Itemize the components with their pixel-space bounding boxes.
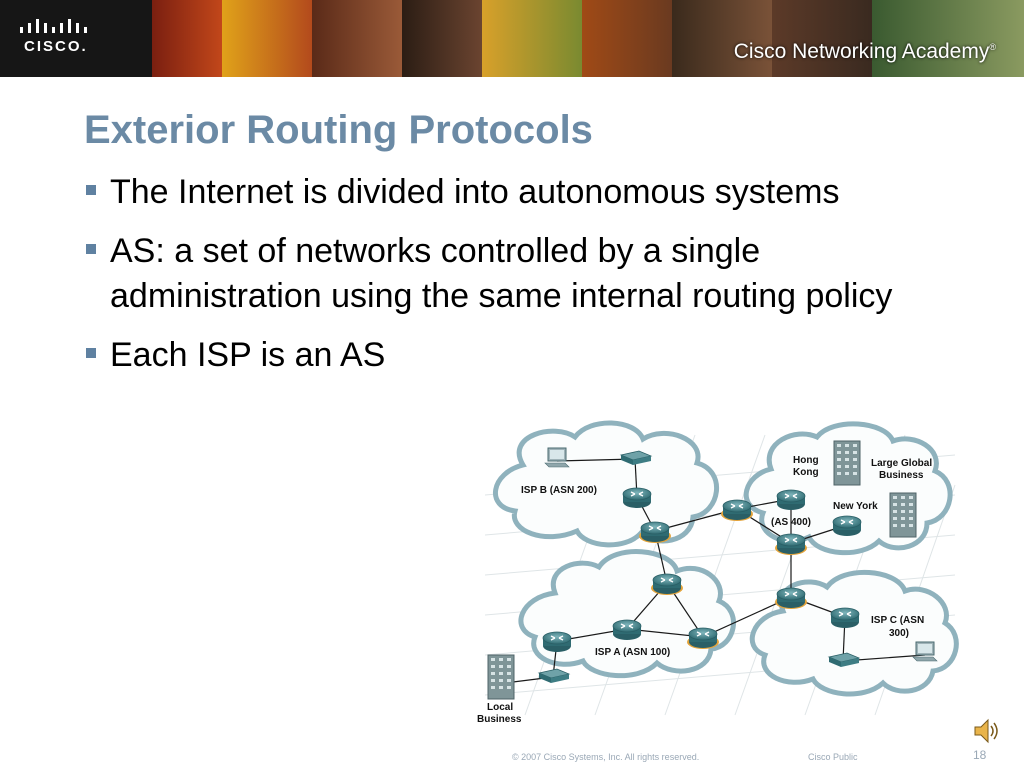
router-icon: [776, 489, 806, 511]
banner-photo: [482, 0, 582, 77]
building-icon: [889, 492, 917, 538]
bullet-text: The Internet is divided into autonomous …: [110, 173, 840, 211]
label-local-business: Business: [477, 714, 522, 725]
academy-title: Cisco Networking Academy®: [733, 40, 996, 63]
page-number: 18: [973, 748, 987, 762]
banner-photo: [582, 0, 672, 77]
bullet-item: Each ISP is an AS: [84, 333, 944, 378]
pc-icon: [544, 447, 570, 468]
banner-photo: [222, 0, 312, 77]
label-isp-a: ISP A (ASN 100): [595, 647, 670, 658]
cisco-wordmark: CISCO.: [24, 38, 88, 55]
border-router-icon: [721, 500, 753, 521]
banner-photo: [872, 0, 1024, 77]
pc-icon: [912, 641, 938, 662]
speaker-icon[interactable]: [972, 716, 1000, 746]
router-icon: [542, 631, 572, 653]
bullet-marker: [86, 348, 96, 358]
border-router-icon: [687, 628, 719, 649]
as-network-diagram: ISP B (ASN 200) Hong Kong Large Global B…: [477, 420, 959, 725]
banner-photo: [772, 0, 872, 77]
border-router-icon: [651, 574, 683, 595]
label-hong: Hong: [793, 455, 819, 466]
label-isp-c-2: 300): [889, 628, 909, 639]
building-icon: [833, 440, 861, 486]
label-as-400: (AS 400): [771, 517, 811, 528]
bullet-text: AS: a set of networks controlled by a si…: [110, 232, 893, 315]
label-business: Business: [879, 470, 924, 481]
classification-label: Cisco Public: [808, 752, 858, 762]
cloud-isp-b: [493, 420, 720, 548]
router-icon: [832, 515, 862, 537]
bullet-text: Each ISP is an AS: [110, 336, 386, 374]
building-icon: [487, 654, 515, 700]
cisco-bars-icon: [20, 19, 87, 33]
label-local: Local: [487, 702, 513, 713]
router-icon: [612, 619, 642, 641]
label-large-global: Large Global: [871, 458, 932, 469]
banner-photo: [672, 0, 772, 77]
header-banner: CISCO. Cisco Networking Academy®: [0, 0, 1024, 77]
bullet-item: The Internet is divided into autonomous …: [84, 170, 870, 215]
bullet-marker: [86, 185, 96, 195]
switch-icon: [538, 668, 570, 684]
label-isp-c-1: ISP C (ASN: [871, 615, 924, 626]
router-icon: [830, 607, 860, 629]
bullet-item: AS: a set of networks controlled by a si…: [84, 229, 960, 319]
bullet-list: The Internet is divided into autonomous …: [84, 170, 944, 392]
border-router-icon: [775, 534, 807, 555]
banner-photo: [402, 0, 482, 77]
border-router-icon: [775, 588, 807, 609]
banner-photo: [152, 0, 222, 77]
label-kong: Kong: [793, 467, 819, 478]
border-router-icon: [639, 522, 671, 543]
slide-title: Exterior Routing Protocols: [84, 108, 593, 152]
label-new-york: New York: [833, 501, 878, 512]
cisco-logo: CISCO.: [0, 0, 152, 77]
label-isp-b: ISP B (ASN 200): [521, 485, 597, 496]
bullet-marker: [86, 244, 96, 254]
router-icon: [622, 487, 652, 509]
banner-photo: [312, 0, 402, 77]
copyright-notice: © 2007 Cisco Systems, Inc. All rights re…: [512, 752, 700, 762]
